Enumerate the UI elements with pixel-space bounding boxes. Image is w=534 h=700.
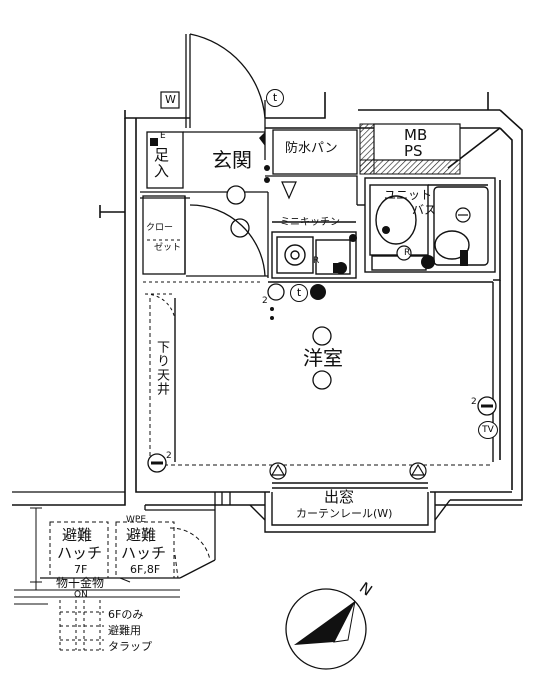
post-mark (150, 138, 158, 146)
tv-outlet-icon: TV (478, 421, 498, 439)
outlet-count: 2 (471, 397, 477, 407)
escape-label-2: 避難 (126, 526, 157, 544)
post-mark (259, 132, 265, 146)
mini-kitchen (271, 221, 357, 279)
closet (142, 195, 268, 277)
range-mark: R (404, 248, 411, 258)
floor-6-8-label: 6F,8F (130, 563, 161, 576)
range-mark: R (313, 256, 320, 266)
mb-ps-duct (359, 123, 461, 175)
hatch-dashed-boxes (49, 521, 211, 579)
outlet-count: 2 (166, 451, 172, 461)
bay-window-label: 出窓 (324, 488, 355, 506)
escape-hatch-label-1: ハッチ (57, 544, 103, 562)
mini-kitchen-label: ミニキッチン (280, 217, 340, 228)
north-compass (285, 588, 367, 670)
telephone-outlet-icon: t (266, 89, 284, 107)
closet-dashed (143, 239, 262, 321)
laundry-hardware-label: 物干金物 (56, 576, 105, 590)
floor-7-label: 7F (74, 563, 88, 576)
bath-label: バス (412, 203, 437, 217)
lowered-ceiling-label: 下り天井 (154, 340, 169, 396)
ladder-label: タラップ (108, 640, 152, 653)
western-room-label: 洋室 (303, 346, 343, 370)
window-light-marks (269, 462, 427, 480)
outlet-count: 2 (262, 296, 268, 306)
closet-label-2: ゼット (154, 243, 182, 253)
wpe-label: WPE (126, 515, 147, 525)
sixth-floor-only-label: 6Fのみ (108, 608, 144, 621)
ladder-lines (14, 507, 180, 605)
water-meter-label: W (165, 93, 176, 106)
telephone-outlet-icon: t (290, 284, 308, 302)
geta-storage-label: 足入 (152, 147, 170, 179)
water-meter-box (160, 91, 180, 109)
western-room (174, 281, 494, 462)
curtain-rail-label: カーテンレール(W) (296, 507, 393, 520)
entrance-label: 玄関 (212, 148, 252, 172)
unit-bath-label: ユニット (384, 188, 433, 202)
ceiling-light (312, 370, 332, 390)
entrance-door (185, 33, 266, 160)
escape-label-1: 避難 (62, 526, 93, 544)
balcony (12, 491, 231, 579)
escape-hatch-label-2: ハッチ (121, 544, 167, 562)
meter-box-label: MB (404, 126, 428, 144)
ladder-dashed (59, 600, 104, 651)
waterproof-pan-label: 防水パン (285, 141, 338, 156)
electric-mark: E (160, 131, 166, 141)
ceiling-light (312, 326, 332, 346)
on-label: ON (74, 590, 88, 600)
escape-use-label: 避難用 (108, 624, 141, 637)
bay-window (249, 482, 451, 533)
closet-label-1: クロー (146, 223, 174, 233)
pipe-space-label: PS (404, 142, 423, 160)
lowered-ceiling-line (149, 298, 493, 466)
outer-walls (12, 92, 523, 506)
